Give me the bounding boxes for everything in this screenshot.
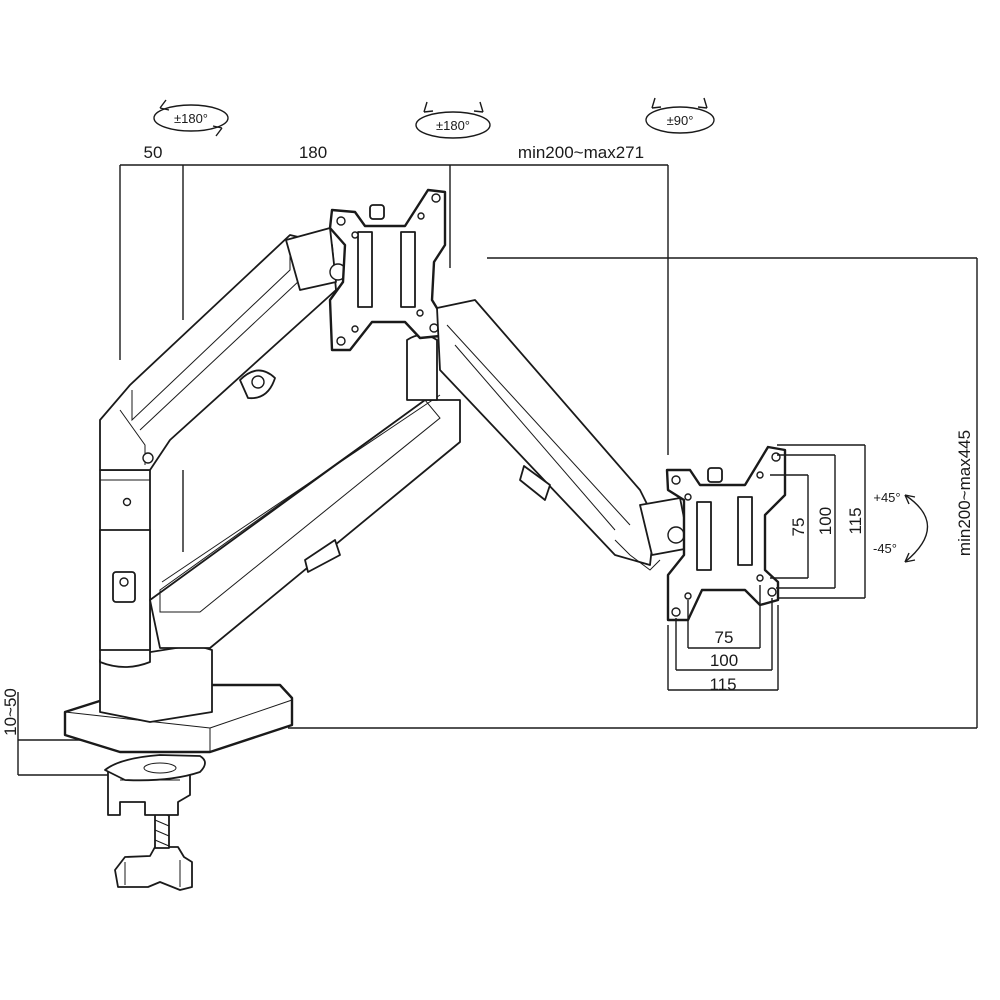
dimension-label-clamp: 10~50 <box>1 688 20 736</box>
vesa-label-v75: 75 <box>789 518 808 537</box>
left-arm-pivot <box>142 452 154 464</box>
dimension-label-reach: min200~max271 <box>518 143 644 162</box>
rotation-arrow-icon <box>423 101 434 113</box>
vesa-label-v115: 115 <box>846 507 865 534</box>
pole-screw <box>122 497 132 507</box>
vesa-vertical-dimensions: 75 100 115 <box>770 444 866 599</box>
vesa-label-h100: 100 <box>710 651 738 670</box>
rotation-label-joint: ±180° <box>436 118 470 133</box>
pole-lock <box>112 571 136 603</box>
left-gas-arm <box>99 227 347 471</box>
vesa-plate-outline <box>665 445 787 622</box>
left-vesa-plate <box>328 188 447 352</box>
vesa-label-h115: 115 <box>709 675 736 694</box>
vesa-horizontal-dimensions: 75 100 115 <box>667 585 779 694</box>
rotation-label-base: ±180° <box>174 111 208 126</box>
rotation-arrow-icon <box>473 101 484 113</box>
vesa-label-v100: 100 <box>816 507 835 535</box>
tilt-label-up: +45° <box>873 490 900 505</box>
clamp-plate <box>104 754 206 782</box>
second-riser <box>406 334 438 401</box>
rotation-ellipse <box>153 104 229 132</box>
clamp-knob <box>114 846 193 891</box>
right-vesa-plate <box>665 445 787 622</box>
base-swivel-indicator: ±180° <box>153 99 229 137</box>
desk-clamp <box>63 644 294 891</box>
right-arm-clip <box>519 465 551 501</box>
rotation-ellipse <box>415 111 491 139</box>
lower-arm-clip <box>304 539 341 573</box>
clamp-body <box>107 769 191 816</box>
tilt-indicator: +45° -45° <box>873 490 929 563</box>
rotation-ellipse <box>645 106 715 134</box>
left-head-joint <box>285 227 337 291</box>
dimension-label-180: 180 <box>299 143 327 162</box>
tilt-label-down: -45° <box>873 541 897 556</box>
rotation-label-head: ±90° <box>667 113 694 128</box>
rotation-arrow-icon <box>697 97 708 109</box>
rotation-arrow-icon <box>212 125 223 137</box>
head-swivel-indicator: ±90° <box>645 97 715 134</box>
top-dimension: 50 180 min200~max271 <box>119 143 669 552</box>
arm-joint-indicator: ±180° <box>415 101 491 139</box>
rotation-arrow-icon <box>159 99 170 111</box>
right-gas-arm <box>436 299 691 571</box>
tilt-arc <box>904 494 929 563</box>
tilt-arrow-icon <box>904 552 916 563</box>
tilt-arrow-icon <box>904 494 916 505</box>
lower-arm <box>149 334 461 649</box>
lower-arm-body <box>149 399 461 649</box>
vesa-label-h75: 75 <box>715 628 734 647</box>
rotation-arrow-icon <box>651 97 662 109</box>
dimension-label-50: 50 <box>144 143 163 162</box>
vesa-top-knob <box>707 467 723 483</box>
vesa-top-knob <box>369 204 385 220</box>
pole <box>99 469 151 668</box>
height-dimension: min200~max445 <box>288 257 978 729</box>
vesa-plate-outline <box>328 188 447 352</box>
dimension-label-height: min200~max445 <box>955 430 974 556</box>
